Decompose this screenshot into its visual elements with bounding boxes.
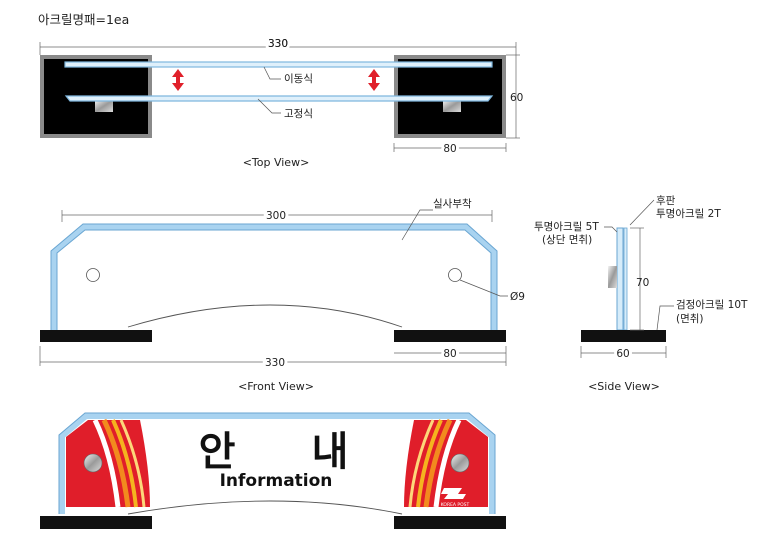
preview-knob-left <box>83 453 103 473</box>
front-base-right <box>394 330 506 342</box>
front-hole-left <box>86 268 100 282</box>
label-fixed: 고정식 <box>284 108 313 120</box>
top-view-caption: <Top View> <box>243 156 310 169</box>
top-left-knob <box>95 100 113 112</box>
label-print: 실사부착 <box>433 198 472 210</box>
top-dim-depth: 60 <box>510 92 523 104</box>
side-base <box>581 330 666 342</box>
front-base-arc <box>127 304 403 328</box>
label-front-2: (상단 면취) <box>542 234 592 246</box>
top-dim-block: 80 <box>443 143 456 155</box>
sign-english: Information <box>220 471 333 491</box>
front-dim-top: 300 <box>266 210 286 222</box>
label-base-2: (면취) <box>676 313 704 325</box>
side-front-plate <box>616 227 624 331</box>
preview-base-left <box>40 516 152 529</box>
sign-korean-2: 내 <box>312 429 349 475</box>
top-dim-total: 330 <box>268 38 288 50</box>
front-dim-block: 80 <box>443 348 456 360</box>
side-back-plate <box>623 227 628 331</box>
front-panel-edge <box>51 224 497 330</box>
label-front-1: 투명아크릴 5T <box>534 220 599 233</box>
top-dim-total-text: 330 <box>268 38 288 50</box>
side-knob <box>608 266 617 288</box>
front-view-caption: <Front View> <box>238 380 314 393</box>
label-movable: 이동식 <box>284 73 313 85</box>
preview-left-stripe <box>101 418 131 508</box>
preview: KOREA POST 안 내 Information <box>40 412 506 529</box>
label-back-2: 투명아크릴 2T <box>656 207 721 220</box>
top-movable-plate <box>64 61 493 68</box>
preview-panel <box>59 413 495 514</box>
top-arrow-left <box>172 69 184 91</box>
label-hole: Ø9 <box>510 291 525 303</box>
top-right-knob <box>443 100 461 112</box>
preview-base-arc <box>127 500 403 515</box>
logo-text: KOREA POST <box>441 502 470 508</box>
side-dim-width: 60 <box>616 348 629 360</box>
side-view-caption: <Side View> <box>588 380 660 393</box>
preview-right-stripe <box>423 418 453 508</box>
front-base-left <box>40 330 152 342</box>
front-dim-bottom: 330 <box>265 357 285 369</box>
top-view: 330 330 이동식 고정식 60 <box>39 35 523 169</box>
preview-knob-right <box>450 453 470 473</box>
page-title: 아크릴명패=1ea <box>38 12 129 27</box>
front-view: 300 실사부착 Ø9 330 80 <Front View> <box>39 198 525 393</box>
label-base-1: 검정아크릴 10T <box>676 298 748 311</box>
korea-post-logo: KOREA POST <box>441 488 470 508</box>
label-back-1: 후판 <box>656 195 676 207</box>
front-hole-right <box>448 268 462 282</box>
front-panel-inner <box>56 229 492 330</box>
sign-korean-1: 안 <box>199 429 236 475</box>
side-view: 후판 투명아크릴 2T 투명아크릴 5T (상단 면취) 70 검정아크릴 10… <box>534 195 748 393</box>
side-dim-height: 70 <box>636 277 649 289</box>
top-arrow-right <box>368 69 380 91</box>
top-fixed-plate <box>64 95 494 102</box>
preview-base-right <box>394 516 506 529</box>
